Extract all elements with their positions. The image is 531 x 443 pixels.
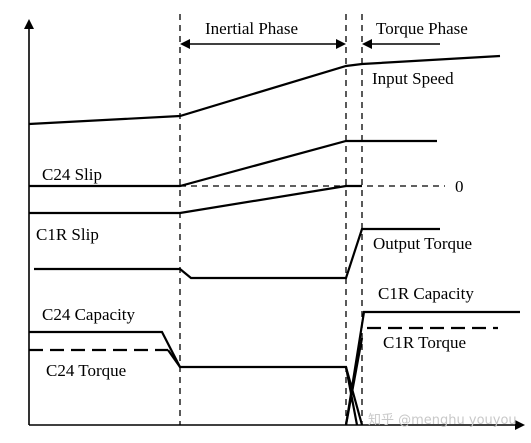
c1r-torque-curve [344,337,364,426]
output-torque-curve [34,227,440,280]
input-speed-curve [28,54,501,126]
c24-slip-label: C24 Slip [42,165,102,184]
watermark-text: 知乎 @menghu youyou [368,412,517,428]
c1r-torque-label: C1R Torque [383,333,466,352]
c24-torque-label: C24 Torque [46,361,126,380]
input-speed-label: Input Speed [372,69,454,88]
c24-capacity-label: C24 Capacity [42,305,136,324]
inertial-phase-label: Inertial Phase [205,19,298,38]
c24-torque-curve [167,349,181,368]
c24-slip-curve [29,139,437,188]
zero-label: 0 [455,177,464,196]
c1r-slip-curve [29,184,362,215]
output-torque-label: Output Torque [373,234,472,253]
c24-torque-drop [344,366,364,426]
c1r-capacity-label: C1R Capacity [378,284,474,303]
c1r-slip-label: C1R Slip [36,225,99,244]
torque-phase-label: Torque Phase [376,19,468,38]
